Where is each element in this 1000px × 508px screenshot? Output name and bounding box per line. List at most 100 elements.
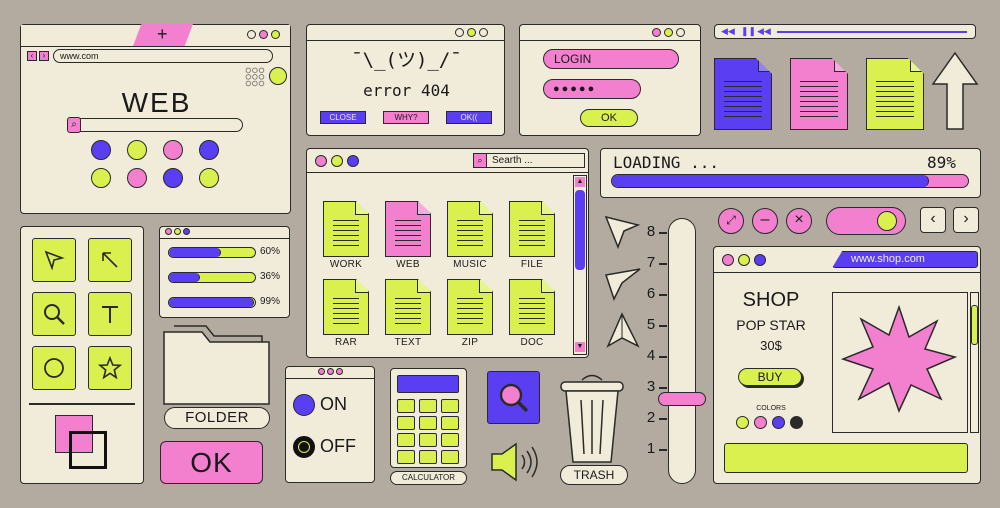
fill-color-swatch[interactable] [55,415,93,453]
calculator-key[interactable] [419,450,437,464]
fast-forward-icon[interactable]: ◀◀ [757,26,771,36]
slider-thumb[interactable] [658,392,706,407]
window-dot-1[interactable] [455,28,464,37]
window-dot-2[interactable] [259,30,268,39]
ok-button[interactable]: OK(( [446,111,492,124]
media-progress[interactable] [777,31,967,33]
search-button[interactable] [487,371,540,424]
calculator-key[interactable] [441,433,459,447]
file-icon-doc[interactable] [509,279,555,335]
window-dot-1[interactable] [318,368,325,375]
window-dot-3[interactable] [271,30,280,39]
tool-text[interactable] [88,292,132,336]
window-dot-2[interactable] [467,28,476,37]
file-icon-web[interactable] [385,201,431,257]
window-dot-3[interactable] [479,28,488,37]
window-dot-3[interactable] [676,28,685,37]
buy-button[interactable]: BUY [738,368,802,386]
new-tab-button[interactable]: + [133,24,193,46]
window-dot-3[interactable] [347,155,359,167]
trash-icon[interactable] [558,372,626,464]
window-dot-2[interactable] [664,28,673,37]
close-icon[interactable]: × [786,208,812,234]
shop-address-bar[interactable]: www.shop.com [832,251,978,268]
window-dot-1[interactable] [247,30,256,39]
calculator-key[interactable] [397,433,415,447]
shop-scrollbar-thumb[interactable] [971,305,978,345]
toggle-knob[interactable] [877,211,897,231]
password-field[interactable]: ●●●●● [543,79,641,99]
scroll-up-icon[interactable]: ▲ [575,177,585,187]
explorer-search-input[interactable]: ⌕ Searth ... [473,153,585,168]
radio-off[interactable] [293,436,315,458]
window-dot-2[interactable] [738,254,750,266]
window-dot-3[interactable] [336,368,343,375]
shop-scrollbar[interactable] [970,292,979,433]
slider-track[interactable] [668,218,696,484]
calculator-key[interactable] [419,399,437,413]
maximize-icon[interactable]: ⤢ [718,208,744,234]
calculator-key[interactable] [441,416,459,430]
big-ok-button[interactable]: OK [160,441,263,484]
window-dot-3[interactable] [183,228,190,235]
window-dot-2[interactable] [174,228,181,235]
calculator-key[interactable] [419,433,437,447]
tool-select[interactable] [32,238,76,282]
scroll-down-icon[interactable]: ▼ [575,342,585,352]
file-icon-zip[interactable] [447,279,493,335]
chevron-left-icon[interactable]: ‹ [920,207,946,233]
profile-button[interactable] [269,67,287,85]
file-icon-rar[interactable] [323,279,369,335]
tool-ellipse[interactable] [32,346,76,390]
color-swatch[interactable] [754,416,767,429]
window-dot-1[interactable] [652,28,661,37]
calculator-key[interactable] [441,399,459,413]
calculator-key[interactable] [397,416,415,430]
stroke-color-swatch[interactable] [69,431,107,469]
window-dot-3[interactable] [754,254,766,266]
rewind-icon[interactable]: ◀◀ [721,26,735,36]
window-dot-1[interactable] [315,155,327,167]
file-icon-work[interactable] [323,201,369,257]
window-dot-2[interactable] [331,155,343,167]
calculator-key[interactable] [397,399,415,413]
folder-icon[interactable] [162,322,272,406]
calculator-key[interactable] [397,450,415,464]
file-icon-file[interactable] [509,201,555,257]
vertical-scrollbar[interactable]: ▲ ▼ [573,175,587,355]
calculator[interactable] [390,368,467,468]
calculator-key[interactable] [419,416,437,430]
radio-on[interactable] [293,394,315,416]
window-dot-1[interactable] [165,228,172,235]
pause-icon[interactable]: ❚❚ [741,26,757,36]
login-field[interactable]: LOGIN [543,49,679,69]
grid-menu-icon[interactable] [245,67,265,87]
file-icon-music[interactable] [447,201,493,257]
forward-button[interactable]: › [39,51,49,61]
tool-star[interactable] [88,346,132,390]
shop-input-bar[interactable] [724,443,968,473]
chevron-right-icon[interactable]: › [953,207,979,233]
document-icon-pink[interactable] [790,58,848,130]
tool-zoom[interactable] [32,292,76,336]
login-ok-button[interactable]: OK [580,109,638,127]
toggle-switch[interactable] [826,207,906,235]
document-icon-blue[interactable] [714,58,772,130]
close-button[interactable]: CLOSE [320,111,366,124]
file-icon-text[interactable] [385,279,431,335]
why-button[interactable]: WHY? [383,111,429,124]
scrollbar-thumb[interactable] [575,190,585,270]
color-swatch[interactable] [790,416,803,429]
minimize-icon[interactable]: – [752,208,778,234]
back-button[interactable]: ‹ [27,51,37,61]
speaker-icon[interactable] [490,440,542,484]
color-swatch[interactable] [772,416,785,429]
document-icon-lime[interactable] [866,58,924,130]
address-bar[interactable]: www.com [53,49,273,63]
search-icon[interactable]: ⌕ [67,117,81,133]
calculator-key[interactable] [441,450,459,464]
search-input[interactable] [69,118,243,132]
window-dot-1[interactable] [722,254,734,266]
window-dot-2[interactable] [327,368,334,375]
